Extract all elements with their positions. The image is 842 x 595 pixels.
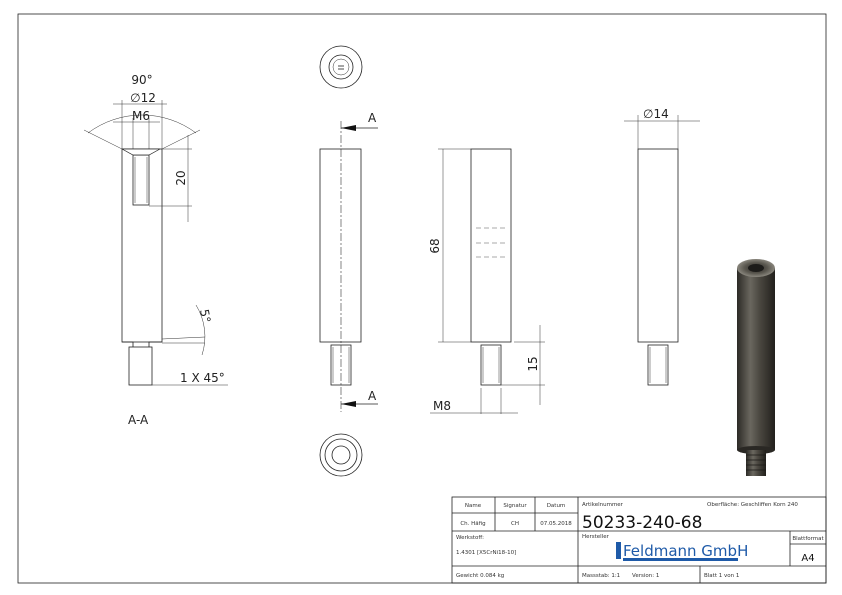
3d-render bbox=[737, 259, 775, 476]
m8-label: M8 bbox=[433, 399, 451, 413]
logo-text: Feldmann GmbH bbox=[623, 542, 748, 560]
m6-label: M6 bbox=[132, 109, 150, 123]
section-label: A-A bbox=[128, 413, 149, 427]
cut-label-top: A bbox=[368, 111, 377, 125]
version: Version: 1 bbox=[632, 573, 659, 579]
name-header: Name bbox=[465, 503, 482, 509]
date-header: Datum bbox=[547, 503, 566, 509]
article-label: Artikelnummer bbox=[582, 502, 624, 508]
name-value: Ch. Häfig bbox=[460, 521, 485, 527]
sheet-border bbox=[17, 13, 827, 584]
surface: Oberfläche: Geschliffen Korn 240 bbox=[707, 502, 798, 508]
scale: Massstab: 1:1 bbox=[582, 573, 620, 579]
cut-label-bottom: A bbox=[368, 389, 377, 403]
diameter-14-label: ∅14 bbox=[643, 107, 669, 121]
side-view: 68 15 M8 bbox=[428, 148, 545, 414]
signature-value: CH bbox=[511, 521, 519, 527]
feldmann-logo: Feldmann GmbH bbox=[616, 542, 748, 561]
manufacturer-label: Hersteller bbox=[582, 534, 610, 540]
format-value: A4 bbox=[801, 553, 814, 564]
length-68-label: 68 bbox=[428, 238, 442, 253]
depth-20-label: 20 bbox=[174, 170, 188, 185]
chamfer-label: 1 X 45° bbox=[180, 371, 225, 385]
sheet-number: Blatt 1 von 1 bbox=[704, 573, 739, 579]
format-label: Blattformat bbox=[792, 536, 824, 542]
title-block: Name Signatur Datum Ch. Häfig CH 07.05.2… bbox=[451, 496, 827, 584]
stud-15-label: 15 bbox=[526, 356, 540, 371]
date-value: 07.05.2018 bbox=[540, 521, 572, 527]
angle-5-label: 5° bbox=[197, 308, 213, 324]
material-value: 1.4301 [X5CrNi18-10] bbox=[456, 550, 516, 556]
article-number: 50233-240-68 bbox=[582, 513, 702, 533]
weight: Gewicht 0.084 kg bbox=[456, 573, 504, 579]
right-view: ∅14 bbox=[624, 107, 700, 386]
material-label: Werkstoff: bbox=[456, 535, 484, 541]
angle-90-label: 90° bbox=[131, 73, 152, 87]
diameter-12-label: ∅12 bbox=[130, 91, 156, 105]
front-view: A A bbox=[319, 45, 378, 477]
signature-header: Signatur bbox=[503, 503, 527, 509]
section-view-a-a: 90° ∅12 M6 20 5° 1 X 45° A-A bbox=[83, 73, 228, 427]
